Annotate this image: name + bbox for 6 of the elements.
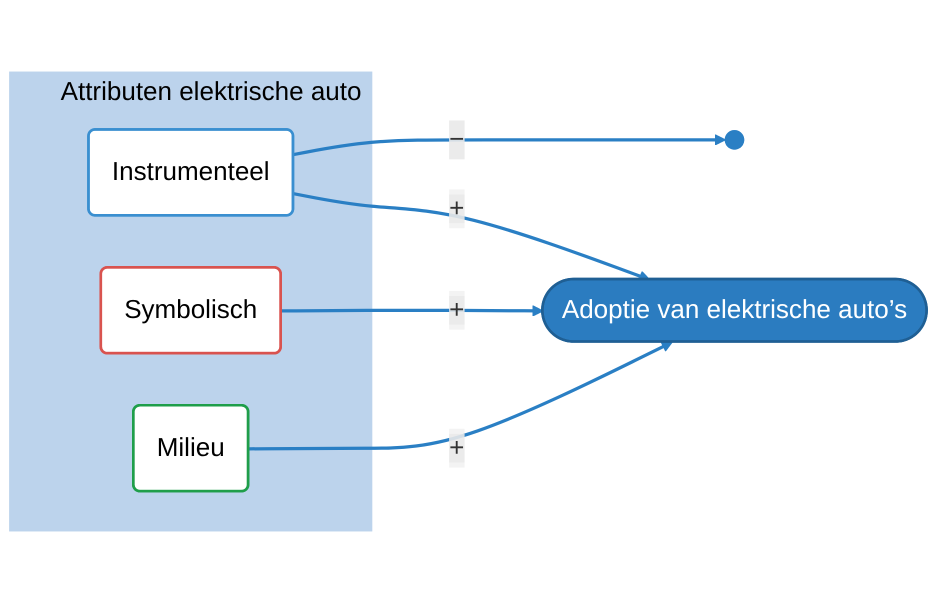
edge-label: − bbox=[449, 126, 464, 154]
edge-label: + bbox=[449, 296, 464, 325]
arrow bbox=[248, 342, 673, 450]
edge-label: + bbox=[449, 434, 464, 463]
arrow bbox=[293, 134, 726, 156]
edge-label: + bbox=[449, 194, 464, 224]
